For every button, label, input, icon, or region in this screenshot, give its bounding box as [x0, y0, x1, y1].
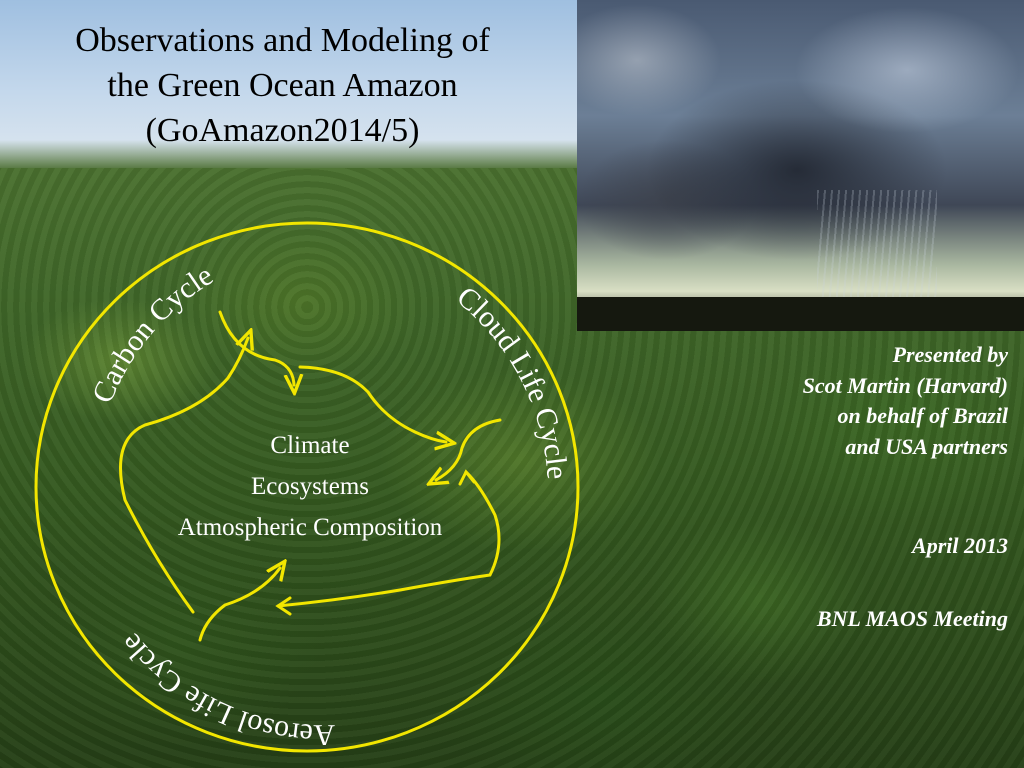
arrow-carbon-down [218, 310, 294, 385]
arrow-cloud-down [436, 418, 502, 480]
rain-shaft [817, 190, 937, 300]
credits-line-3: on behalf of Brazil [837, 403, 1008, 428]
presenter-credits: Presented by Scot Martin (Harvard) on be… [668, 340, 1008, 462]
carbon-cycle-label: Carbon Cycle [86, 258, 219, 407]
title-line-2: the Green Ocean Amazon [107, 67, 458, 104]
credits-line-4: and USA partners [845, 433, 1008, 459]
arrow-aerosol-up [198, 568, 280, 642]
diagram-center-text: Climate Ecosystems Atmospheric Compositi… [130, 425, 490, 548]
title-line-1: Observations and Modeling of [75, 22, 490, 59]
title-line-3: (GoAmazon2014/5) [145, 112, 420, 149]
presentation-date: April 2013 [912, 533, 1008, 558]
sky-backdrop [0, 0, 580, 168]
horizon-band [577, 297, 1024, 331]
cycle-ring [34, 221, 580, 753]
meeting-name: BNL MAOS Meeting [816, 606, 1008, 631]
storm-cloud-photo [577, 0, 1024, 331]
arrowhead-cloud-up [458, 469, 476, 486]
arrow-aerosol-loop [276, 470, 501, 608]
center-ecosystems: Ecosystems [250, 473, 370, 500]
arrow-carbon-loop [119, 338, 249, 614]
aerosol-life-cycle-label: Aerosol Life Cycle [114, 627, 335, 751]
arrowhead-aerosol-left [275, 596, 292, 616]
credits-line-2: Scot Martin (Harvard) [802, 372, 1008, 398]
credits-line-1: Presented by [892, 342, 1008, 367]
arrow-cloud-in [298, 365, 446, 442]
center-atmospheric-composition: Atmospheric Composition [177, 514, 443, 541]
center-climate: Climate [270, 432, 350, 459]
slide-title: Observations and Modeling of the Green O… [20, 18, 545, 153]
